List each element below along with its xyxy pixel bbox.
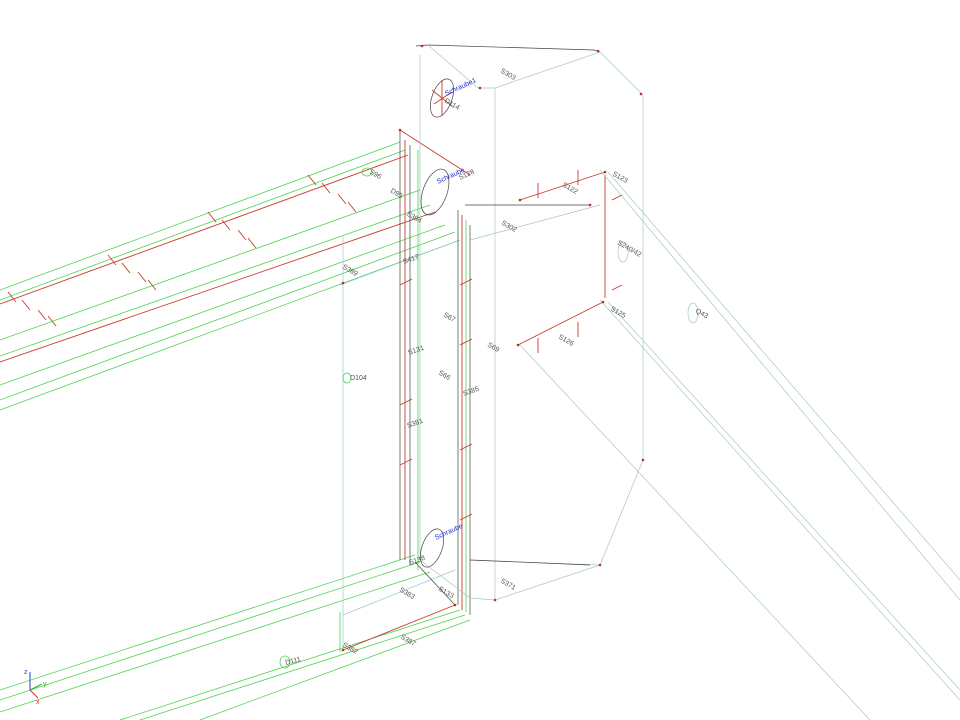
beam-ticks [7,174,357,327]
axis-y-label: y [43,681,47,688]
axis-x-label: x [36,699,40,706]
label-schraube1: Schraube1 [444,77,478,98]
label-s96: S96 [368,169,382,181]
label-q43: Q43 [694,308,709,321]
bolts [279,78,699,669]
label-s126: S126 [557,334,575,348]
label-s133: S133 [437,586,455,600]
lower-beams [0,554,471,720]
label-s303: S303 [499,68,517,82]
column [342,129,473,650]
label-s383: S383 [398,587,416,601]
label-s123: S123 [611,171,629,185]
label-d104: D104 [350,375,367,382]
axis-z-label: z [24,669,28,676]
label-s66: S66 [437,370,451,382]
label-d114: D114 [443,98,461,112]
label-s371: S371 [499,578,517,592]
label-d111: D111 [285,656,302,667]
label-s387: S387 [399,634,417,648]
label-schraube-lower: Schraube [434,523,464,542]
label-s122: S122 [561,182,579,196]
label-s240-42: S240/42 [616,240,642,259]
label-s385: S385 [462,386,480,398]
label-s302: S302 [500,220,518,234]
label-s69: S69 [486,342,500,354]
label-s389: S389 [341,264,359,278]
label-s125: S125 [609,306,627,320]
plate-box [415,44,644,601]
upper-beams [0,141,461,411]
label-s381: S381 [406,418,424,430]
right-members [517,169,960,720]
axis-triad: z y x [24,669,47,706]
nodes [341,44,645,652]
label-s67: S67 [442,312,456,324]
